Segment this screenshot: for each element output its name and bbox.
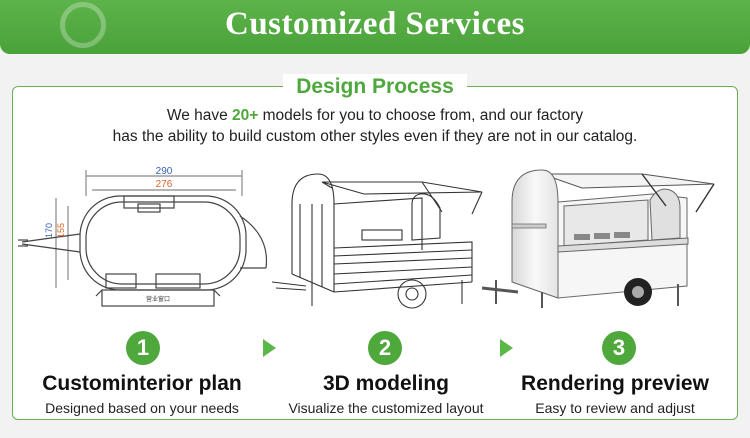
service-window-label: 营业窗口 bbox=[146, 295, 170, 303]
dimension-label-inner-width: 155 bbox=[56, 223, 66, 238]
desc-text: models for you to choose from, and our f… bbox=[258, 107, 584, 124]
desc-text: We have bbox=[166, 107, 233, 124]
step-3-badge: 3 bbox=[602, 331, 636, 365]
floor-plan-drawing: 290 276 170 155 营业窗口 bbox=[18, 166, 268, 307]
step-2-badge: 2 bbox=[368, 331, 402, 365]
description-line-2: has the ability to build custom other st… bbox=[112, 128, 638, 145]
step-1-badge: 1 bbox=[126, 331, 160, 365]
models-count-highlight: 20+ bbox=[232, 107, 259, 124]
step-1-subtitle: Designed based on your needs bbox=[45, 400, 239, 416]
step-3-title: Rendering preview bbox=[521, 372, 709, 395]
arrow-right-icon bbox=[500, 339, 513, 357]
arrow-right-icon bbox=[263, 339, 276, 357]
trailer-3d-model-drawing bbox=[272, 173, 483, 309]
dimension-label-length: 290 bbox=[156, 166, 173, 177]
description-line-1: We have 20+ models for you to choose fro… bbox=[0, 107, 750, 125]
trailer-rendering-image bbox=[482, 169, 715, 308]
step-2-title: 3D modeling bbox=[322, 372, 449, 395]
header-banner: Customized Services bbox=[0, 0, 750, 54]
step-3-subtitle: Easy to review and adjust bbox=[535, 400, 695, 416]
section-title: Design Process bbox=[283, 74, 467, 100]
watermark-logo-icon bbox=[60, 2, 106, 48]
step-1-title: Custominterior plan bbox=[42, 372, 242, 395]
page-title: Customized Services bbox=[224, 6, 526, 42]
dimension-label-inner-length: 276 bbox=[156, 179, 173, 190]
dimension-label-width: 170 bbox=[44, 223, 54, 238]
step-2-subtitle: Visualize the customized layout bbox=[288, 400, 484, 416]
